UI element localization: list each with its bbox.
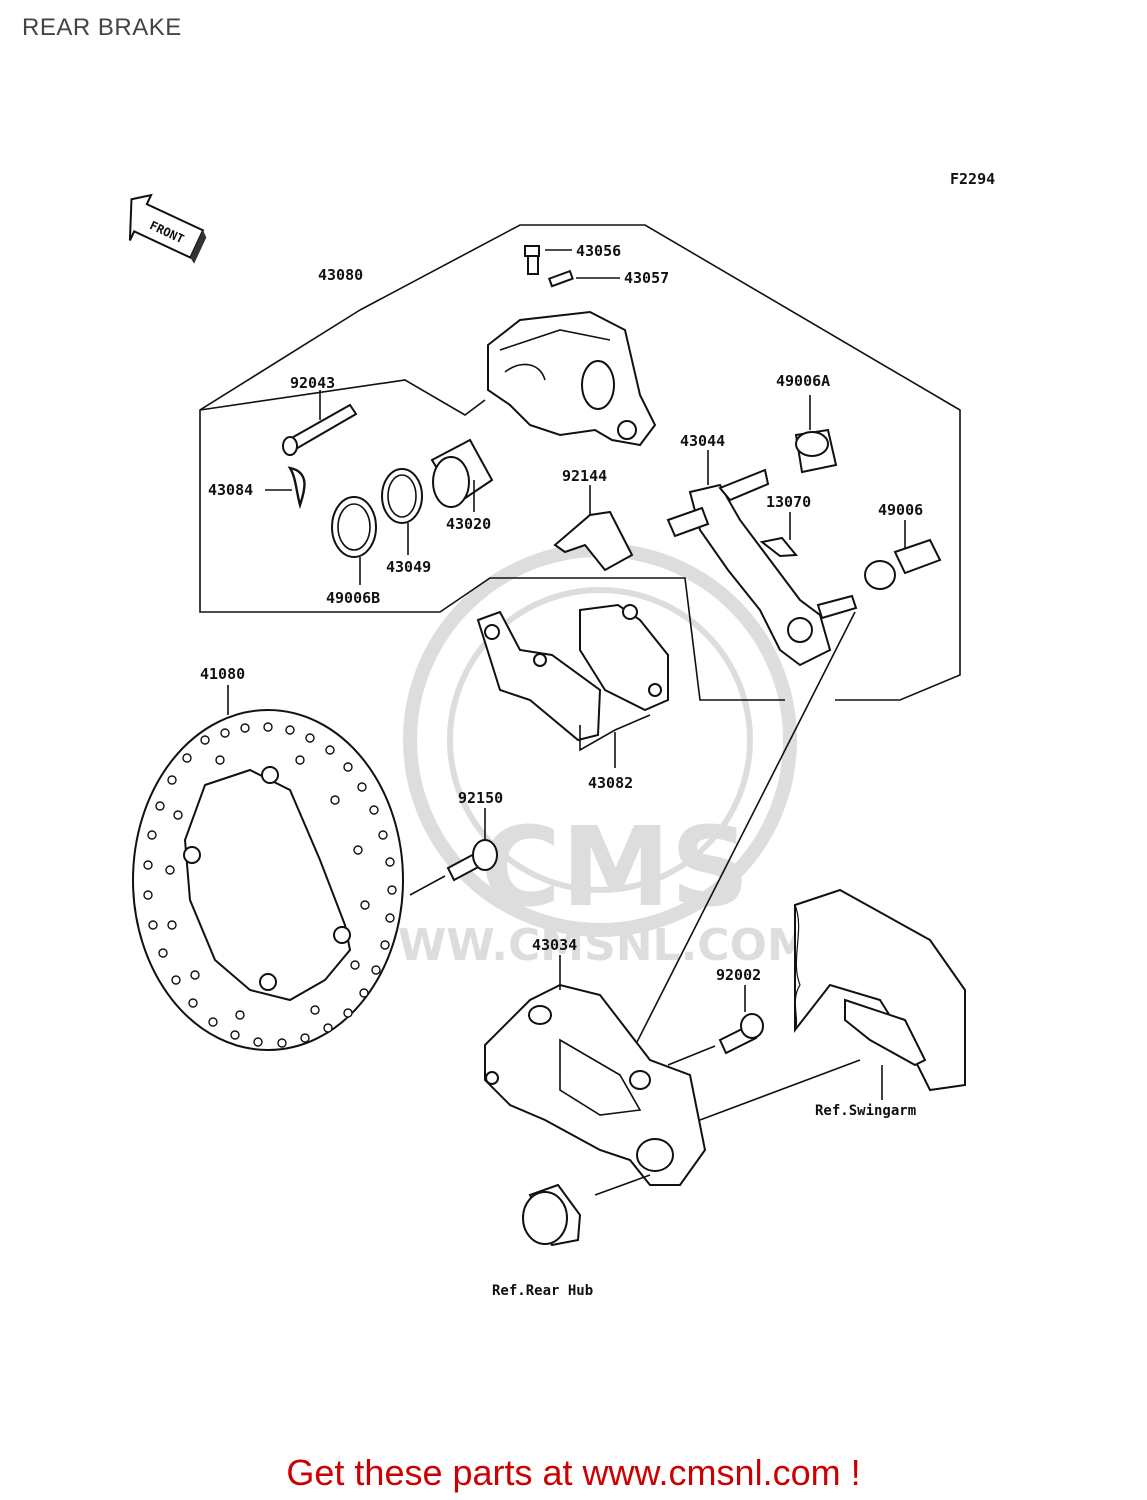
label-43020: 43020 (446, 515, 491, 533)
label-43049: 43049 (386, 558, 431, 576)
front-arrow-icon: FRONT (128, 193, 207, 264)
label-92043: 92043 (290, 374, 335, 392)
label-43056: 43056 (576, 242, 621, 260)
pin-clip (287, 466, 306, 510)
figure-code: F2294 (950, 170, 995, 188)
disc-holes (143, 722, 397, 1048)
caliper-pin (282, 403, 358, 456)
label-49006: 49006 (878, 501, 923, 519)
pad-spring (553, 510, 634, 572)
caliper-piston (430, 438, 494, 508)
brake-disc (132, 709, 404, 1051)
label-41080: 41080 (200, 665, 245, 683)
caliper-assembly-outline-left (199, 309, 785, 701)
label-ref-swingarm: Ref.Swingarm (815, 1103, 916, 1119)
caliper-bracket (666, 468, 858, 667)
hanger-bolt (718, 1013, 764, 1055)
piston-seal (381, 468, 423, 524)
label-92150: 92150 (458, 789, 503, 807)
label-92002: 92002 (716, 966, 761, 984)
label-49006A: 49006A (776, 372, 830, 390)
brake-caliper (487, 310, 657, 447)
promo-link[interactable]: Get these parts at www.cmsnl.com ! (286, 1452, 861, 1493)
label-92144: 92144 (562, 467, 607, 485)
disc-bolt (446, 839, 498, 882)
watermark-logo: CMS (480, 803, 749, 931)
label-ref-rear-hub: Ref.Rear Hub (492, 1283, 593, 1299)
label-43080: 43080 (318, 266, 363, 284)
bleed-cap (547, 269, 574, 288)
brake-pad-right (579, 603, 669, 712)
bracket-boot (794, 428, 838, 474)
caliper-hanger (484, 983, 707, 1186)
page-title: REAR BRAKE (22, 14, 182, 41)
rear-hub-ref (522, 1183, 582, 1247)
label-43034: 43034 (532, 936, 577, 954)
label-13070: 13070 (766, 493, 811, 511)
label-43057: 43057 (624, 269, 669, 287)
watermark-text: WWW.CMSNL.COM (349, 920, 811, 971)
label-49006B: 49006B (326, 589, 380, 607)
label-43084: 43084 (208, 481, 253, 499)
bracket-clip (759, 536, 799, 558)
swingarm-ref (794, 888, 966, 1092)
bleed-screw (524, 245, 540, 275)
outer-seal (331, 496, 377, 558)
label-43082: 43082 (588, 774, 633, 792)
label-43044: 43044 (680, 432, 725, 450)
bracket-bolt (864, 538, 942, 590)
brake-pad-left (476, 610, 602, 742)
caliper-assembly-outline (359, 224, 961, 701)
